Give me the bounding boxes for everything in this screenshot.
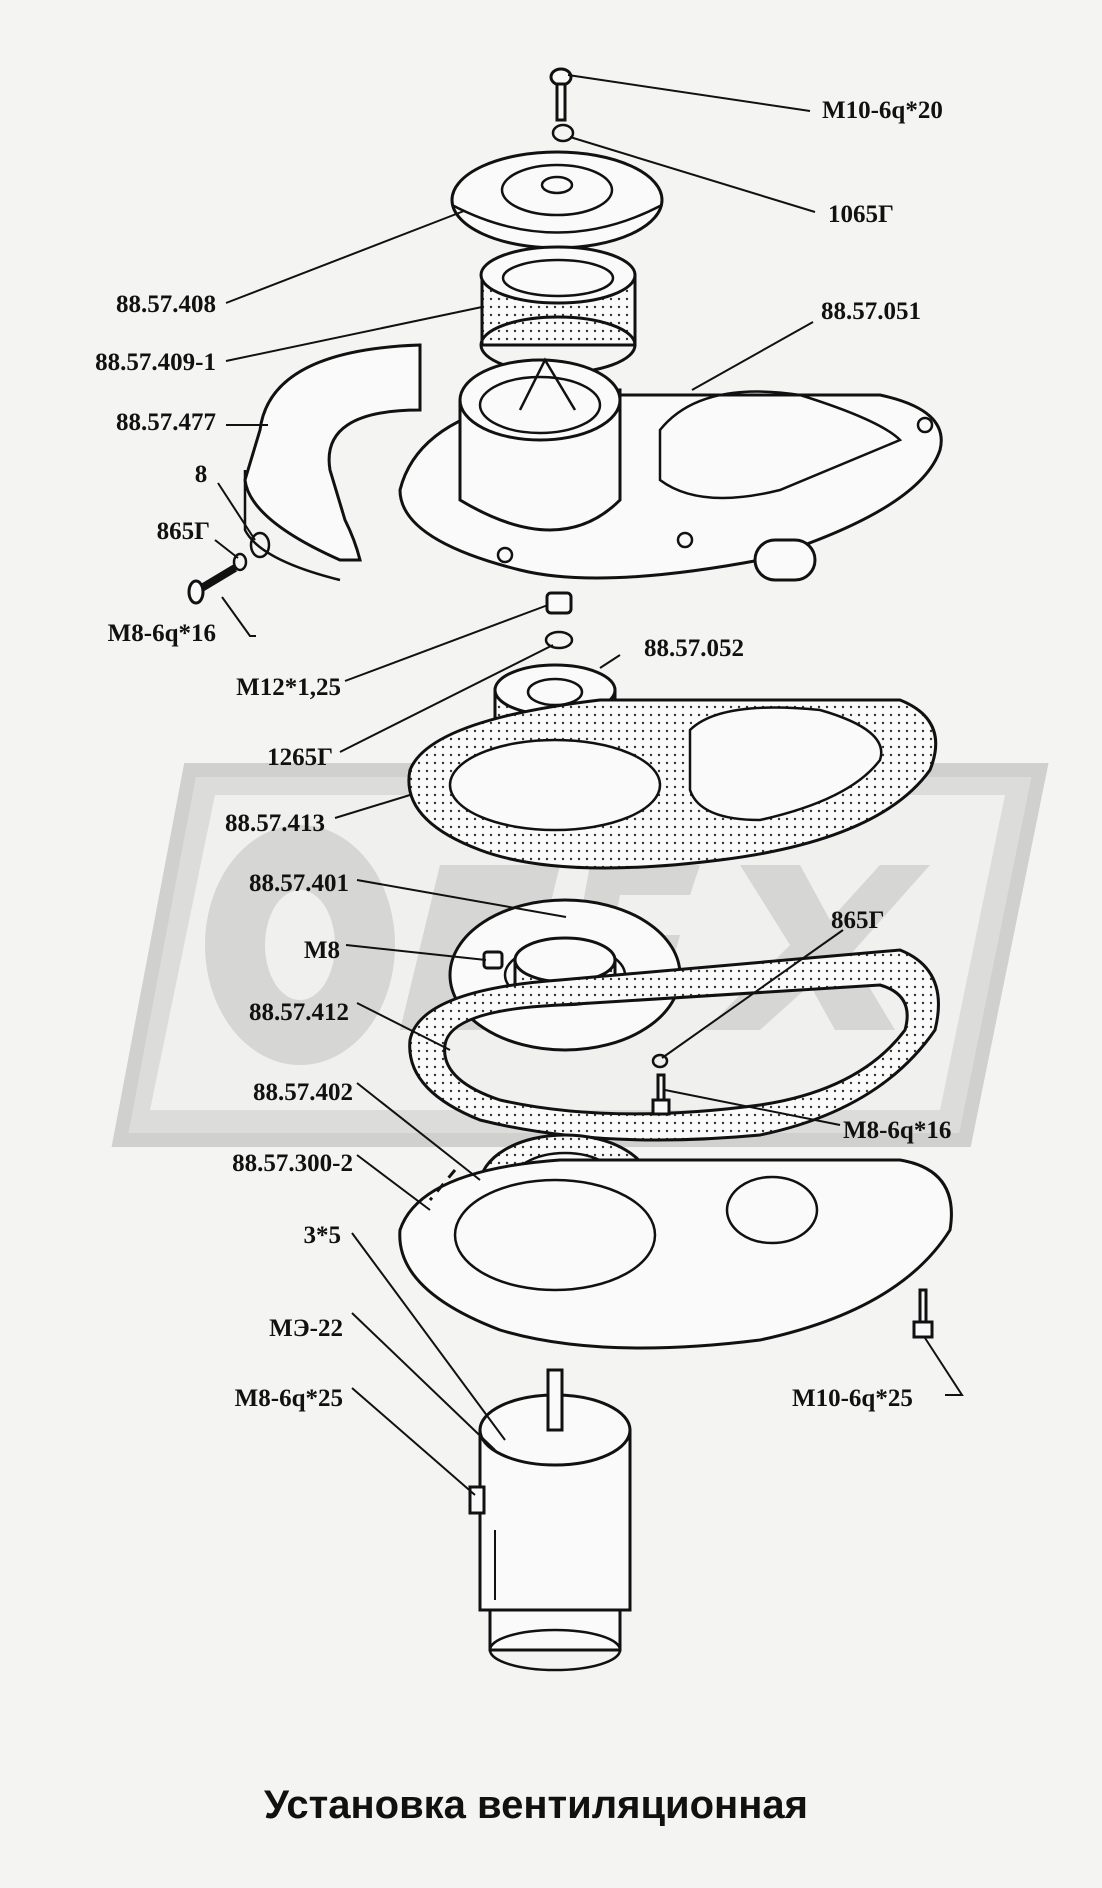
label-gasket-412: 88.57.412 bbox=[249, 999, 349, 1026]
bolt-m8-25 bbox=[468, 1485, 486, 1515]
bolt-m10-20 bbox=[549, 67, 573, 122]
label-key-3x5: 3*5 bbox=[304, 1222, 342, 1249]
label-washer-1265: 1265Г bbox=[267, 744, 333, 771]
label-nut-m12: М12*1,25 bbox=[236, 674, 341, 701]
label-lock-865-right: 865Г bbox=[831, 907, 884, 934]
washer-1065 bbox=[551, 123, 575, 143]
label-cover: 88.57.408 bbox=[116, 291, 216, 318]
label-bolt-m8-right: М8-6q*16 bbox=[843, 1117, 951, 1144]
label-plate-300: 88.57.300-2 bbox=[232, 1150, 353, 1177]
clamp-88-57-477 bbox=[243, 343, 422, 582]
label-bolt-m10-25: М10-6q*25 bbox=[792, 1385, 913, 1412]
leader-lines bbox=[214, 74, 964, 1496]
gasket-88-57-413 bbox=[407, 698, 938, 870]
washer-1265 bbox=[544, 630, 574, 650]
diagram-title: Установка вентиляционная bbox=[264, 1783, 808, 1827]
label-nut-m8: М8 bbox=[304, 937, 340, 964]
label-bolt-m8-left: М8-6q*16 bbox=[108, 620, 216, 647]
bolt-m8-16-right bbox=[651, 1073, 671, 1116]
key-3x5 bbox=[428, 1169, 457, 1201]
lock-washer-865-right bbox=[651, 1053, 669, 1069]
nut-m12 bbox=[545, 591, 573, 615]
washer-8 bbox=[249, 531, 271, 559]
label-housing: 88.57.051 bbox=[821, 298, 921, 325]
label-impeller: 88.57.409-1 bbox=[95, 349, 216, 376]
plate-88-57-300-2 bbox=[398, 1158, 953, 1350]
bolt-m8-16-left bbox=[187, 552, 248, 605]
flange-88-57-401 bbox=[448, 898, 682, 1052]
part-labels: М10-6q*20 1065Г 88.57.408 88.57.409-1 88… bbox=[95, 97, 951, 1412]
label-washer-top: 1065Г bbox=[828, 201, 894, 228]
label-bolt-top: М10-6q*20 bbox=[822, 97, 943, 124]
label-motor: МЭ-22 bbox=[269, 1315, 343, 1342]
label-clamp: 88.57.477 bbox=[116, 409, 216, 436]
impeller-88-57-409-1 bbox=[479, 245, 637, 375]
gasket-88-57-412 bbox=[408, 948, 940, 1142]
label-washer-8: 8 bbox=[195, 461, 208, 488]
label-hub: 88.57.052 bbox=[644, 635, 744, 662]
label-gasket-402: 88.57.402 bbox=[253, 1079, 353, 1106]
cover-88-57-408 bbox=[450, 150, 664, 250]
label-gasket-413: 88.57.413 bbox=[225, 810, 325, 837]
motor-me-22 bbox=[478, 1368, 632, 1672]
housing-88-57-051 bbox=[398, 357, 943, 582]
label-lock-865-left: 865Г bbox=[157, 518, 210, 545]
nut-m8 bbox=[482, 950, 504, 970]
label-flange-401: 88.57.401 bbox=[249, 870, 349, 897]
label-bolt-m8-25: М8-6q*25 bbox=[235, 1385, 343, 1412]
bolt-m10-25 bbox=[912, 1288, 934, 1339]
